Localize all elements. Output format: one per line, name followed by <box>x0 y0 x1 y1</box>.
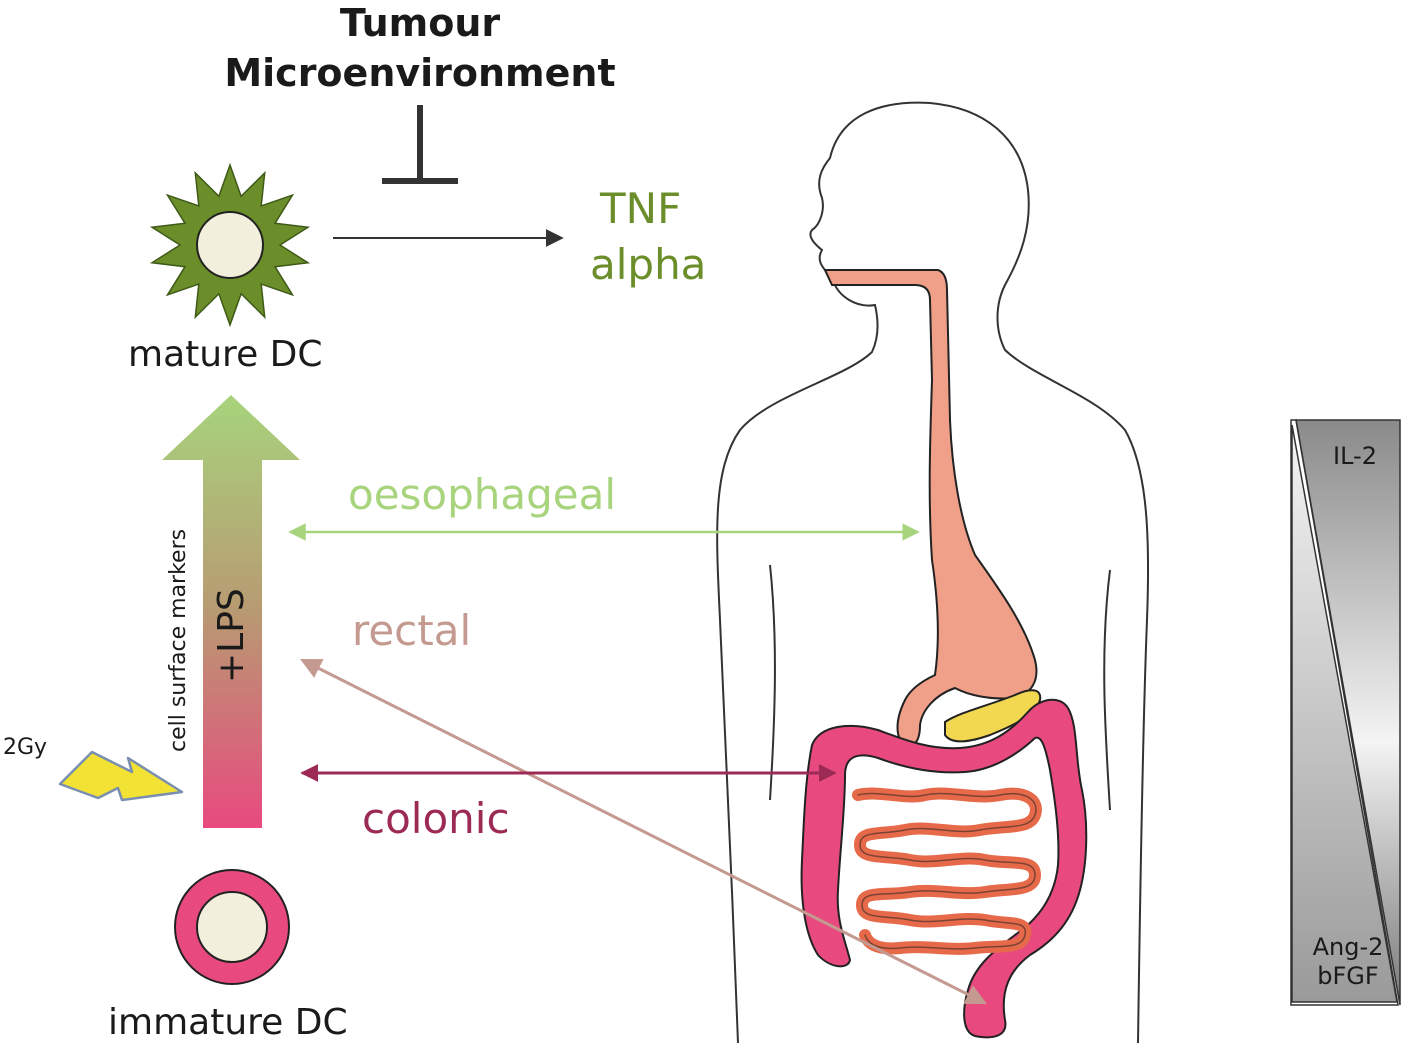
mature-dc-nucleus <box>196 211 264 279</box>
oesophageal-label: oesophageal <box>348 470 617 519</box>
wedge-ang2-bfgf <box>1290 419 1399 1006</box>
rectal-arrow <box>300 658 987 1005</box>
small-intestine <box>852 787 1042 955</box>
wedge-light <box>1291 424 1398 1003</box>
body-arm-line-right <box>1103 569 1111 811</box>
oesophagus <box>823 269 1038 747</box>
tnf-label: TNF <box>600 184 682 233</box>
lightning-bolt-icon <box>58 750 184 802</box>
immature-dc-nucleus <box>196 891 268 963</box>
alpha-label: alpha <box>590 240 707 289</box>
body-arm-line-left <box>769 564 776 801</box>
mature-dc-label: mature DC <box>128 334 323 375</box>
title-line2: Microenvironment <box>224 51 616 95</box>
bfgf-label: bFGF <box>1317 962 1379 990</box>
ang2-label: Ang-2 <box>1312 933 1384 961</box>
rectal-label: rectal <box>352 606 472 655</box>
lps-label: +LPS <box>211 588 252 683</box>
il2-label: IL-2 <box>1333 442 1377 470</box>
title-line1: Tumour <box>339 1 501 45</box>
body-outline <box>716 101 1150 1043</box>
radiation-dose-label: 2Gy <box>3 735 48 760</box>
small-intestine-outline <box>857 792 1037 950</box>
cell-surface-markers-label: cell surface markers <box>166 528 191 752</box>
colonic-label: colonic <box>362 794 510 843</box>
maturation-arrow <box>162 395 300 828</box>
immature-dc-label: immature DC <box>108 1002 348 1043</box>
colon <box>800 698 1088 1039</box>
